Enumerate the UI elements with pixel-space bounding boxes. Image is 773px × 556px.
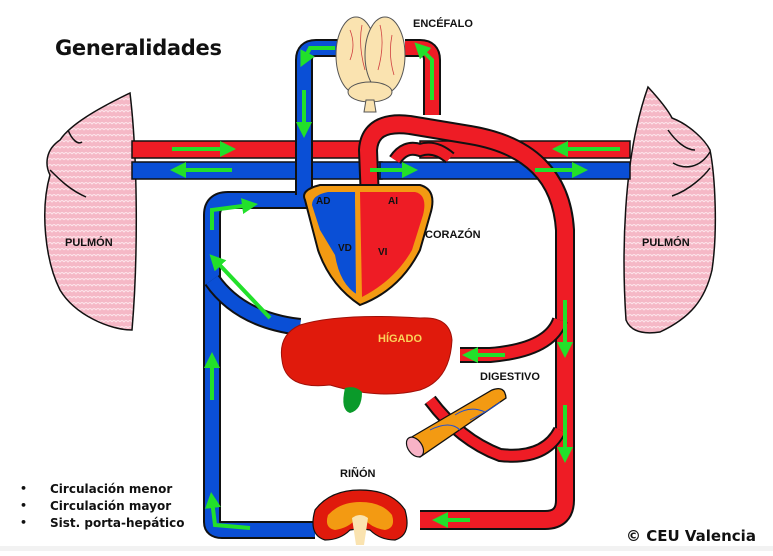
label-liver: HÍGADO	[378, 333, 422, 345]
legend-item: • Sist. porta-hepático	[20, 514, 185, 531]
label-right-ventricle: VD	[338, 243, 352, 254]
footer-bar	[0, 546, 773, 551]
label-brain: ENCÉFALO	[413, 18, 473, 30]
intestine	[405, 387, 507, 458]
aorta	[357, 114, 575, 530]
legend-item: • Circulación mayor	[20, 497, 185, 514]
pulmonary-vein-left	[131, 140, 363, 159]
kidney	[312, 489, 408, 545]
arrow-ivc-top	[210, 198, 258, 230]
brain	[335, 16, 406, 113]
lung-right	[623, 85, 717, 334]
arrow-brain-artery	[414, 42, 434, 100]
heart	[303, 184, 434, 307]
flow-arrows	[170, 42, 620, 530]
legend-label: Circulación menor	[50, 481, 173, 496]
legend-bullet: •	[20, 499, 28, 512]
label-heart: CORAZÓN	[425, 229, 481, 241]
legend-label: Circulación mayor	[50, 498, 172, 513]
legend-item: • Circulación menor	[20, 480, 185, 497]
legend: • Circulación menor • Circulación mayor • S…	[20, 480, 185, 531]
copyright: © CEU Valencia	[626, 527, 756, 545]
label-right-atrium: AD	[316, 196, 331, 207]
legend-label: Sist. porta-hepático	[50, 515, 185, 530]
liver	[280, 316, 453, 395]
page-title: Generalidades	[55, 36, 222, 60]
arrow-brain-vein	[300, 46, 335, 68]
label-digestive: DIGESTIVO	[480, 371, 540, 383]
legend-bullet: •	[20, 482, 28, 495]
arrow-ivc-bottom	[205, 492, 251, 530]
label-left-ventricle: VI	[378, 247, 388, 258]
pulmonary-artery-left	[131, 161, 383, 180]
legend-bullet: •	[20, 516, 28, 529]
label-left-atrium: AI	[388, 196, 398, 207]
label-kidney: RIÑÓN	[340, 468, 376, 480]
label-lung-right: PULMÓN	[642, 237, 690, 249]
lung-left	[44, 91, 138, 331]
gallbladder	[343, 387, 362, 413]
pulmonary-artery-right	[379, 161, 631, 180]
label-lung-left: PULMÓN	[65, 237, 113, 249]
arrow-portal	[209, 254, 272, 320]
